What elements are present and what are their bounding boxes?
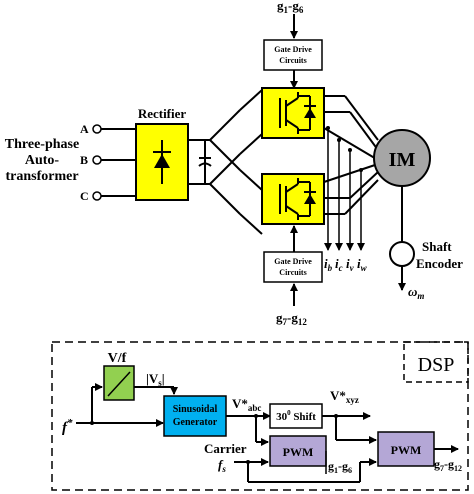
source-label-line1: Three-phase bbox=[5, 137, 79, 152]
gate-drive-box-bottom bbox=[263, 251, 323, 283]
dsp-label: DSP bbox=[418, 354, 455, 376]
vxyz-label: V*xyz bbox=[330, 388, 359, 405]
inverter-box-bottom bbox=[261, 173, 325, 225]
pwm-1-output-label: g1-g6 bbox=[328, 459, 352, 475]
terminal-b bbox=[92, 155, 102, 165]
source-label-line3: transformer bbox=[5, 169, 78, 184]
phase-a-label: A bbox=[80, 122, 89, 136]
gate-drive-top-line2: Circuits bbox=[279, 56, 306, 65]
gate-drive-bottom-line2: Circuits bbox=[279, 268, 306, 277]
pwm-1-label: PWM bbox=[283, 445, 314, 459]
sine-gen-line1: Sinusoidal bbox=[173, 404, 218, 415]
phase-shift-label: 300 Shift bbox=[276, 409, 316, 423]
rectifier-label: Rectifier bbox=[138, 106, 187, 121]
top-gate-signal-label: g1-g6 bbox=[277, 0, 304, 15]
capacitor-plate-2 bbox=[198, 162, 212, 167]
dsp-label-box bbox=[403, 341, 469, 383]
terminal-a bbox=[92, 124, 102, 134]
fs-label: fs bbox=[218, 457, 226, 474]
encoder-label-line1: Shaft bbox=[422, 239, 452, 254]
pwm-block-2 bbox=[377, 431, 435, 467]
phase-shift-block bbox=[269, 403, 323, 429]
current-label-iv: iv bbox=[346, 256, 355, 273]
pwm-2-output-label: g7-g12 bbox=[434, 457, 462, 473]
sinusoidal-generator bbox=[163, 395, 227, 437]
phase-c-label: C bbox=[80, 189, 89, 203]
inverter-box-top bbox=[261, 87, 325, 139]
carrier-label: Carrier bbox=[204, 441, 247, 456]
pwm-2-label: PWM bbox=[391, 443, 422, 457]
f-star-label: f* bbox=[62, 417, 73, 436]
rectifier-box bbox=[135, 123, 189, 201]
rectifier-diode-icon bbox=[154, 154, 170, 168]
shaft-encoder bbox=[389, 241, 415, 267]
phase-b-label: B bbox=[80, 153, 88, 167]
pwm-block-1 bbox=[269, 435, 327, 467]
omega-label: ωm bbox=[408, 284, 424, 301]
bottom-gate-signal-label: g7-g12 bbox=[276, 310, 307, 327]
dsp-boundary bbox=[51, 341, 469, 491]
vs-label: |Vs| bbox=[146, 371, 165, 388]
current-label-ib: ib bbox=[324, 256, 333, 273]
gate-drive-top-line1: Gate Drive bbox=[274, 45, 312, 54]
motor-label: IM bbox=[389, 149, 416, 171]
sine-gen-line2: Generator bbox=[173, 417, 218, 428]
source-label-line2: Auto- bbox=[25, 153, 60, 168]
vf-label: V/f bbox=[108, 351, 127, 366]
encoder-label-line2: Encoder bbox=[416, 256, 463, 271]
vabc-label: V*abc bbox=[232, 396, 261, 413]
current-label-iw: iw bbox=[357, 256, 368, 273]
current-label-ic: ic bbox=[335, 256, 343, 273]
terminal-c bbox=[92, 191, 102, 201]
gate-drive-bottom-line1: Gate Drive bbox=[274, 257, 312, 266]
